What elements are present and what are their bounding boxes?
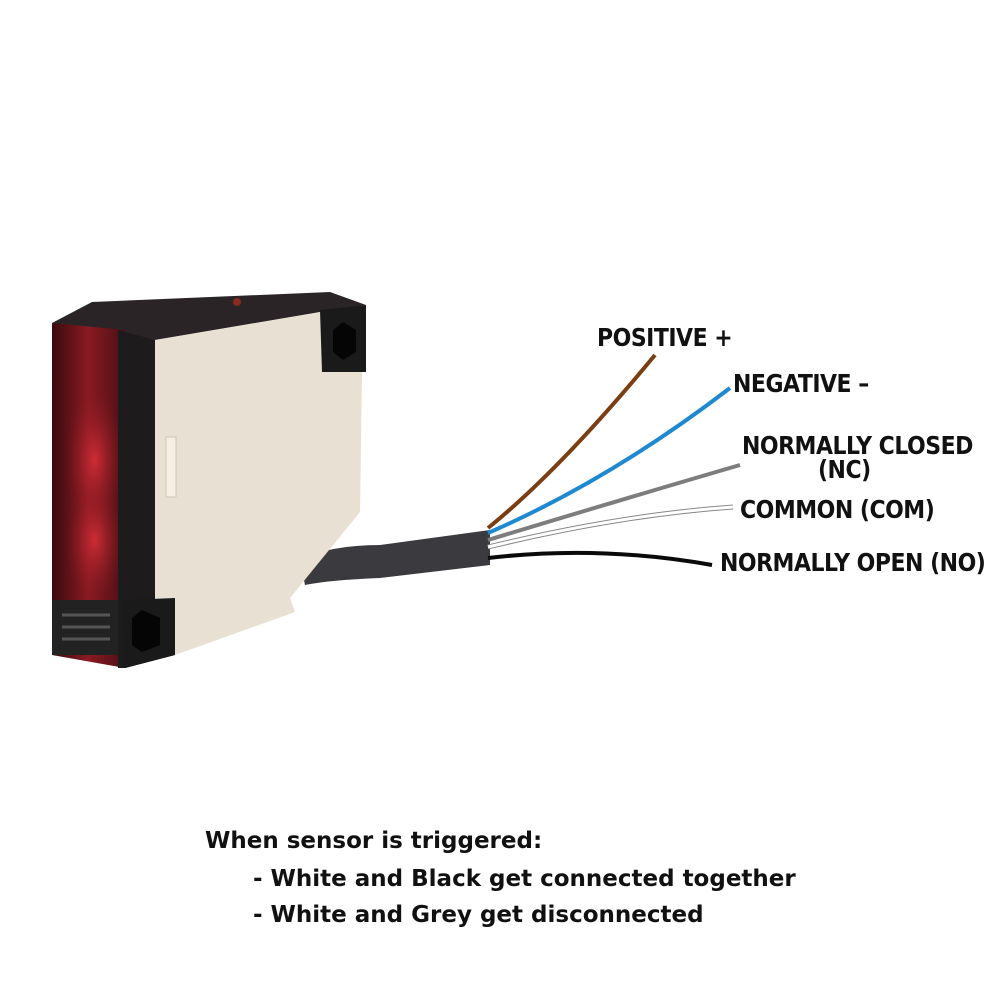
sensor-top (52, 292, 366, 340)
wire-common-core (487, 505, 734, 549)
wire-negative (487, 386, 732, 535)
notes-item-1: - White and Black get connected together (253, 866, 796, 892)
wire-nc (487, 463, 741, 542)
notes-item-2: - White and Grey get disconnected (253, 902, 704, 928)
label-positive: POSITIVE + (597, 324, 733, 353)
sensor-frame (118, 330, 175, 668)
notes-heading: When sensor is triggered: (205, 828, 543, 854)
sensor-cable (300, 530, 490, 585)
sensor-body (155, 312, 362, 655)
label-negative: NEGATIVE – (733, 370, 869, 399)
wire-no (487, 550, 713, 567)
wire-positive (486, 353, 657, 530)
label-nc-line2: (NC) (818, 456, 871, 485)
label-nc-line1: NORMALLY CLOSED (742, 432, 973, 461)
label-common: COMMON (COM) (740, 496, 935, 525)
label-no: NORMALLY OPEN (NO) (720, 549, 986, 578)
